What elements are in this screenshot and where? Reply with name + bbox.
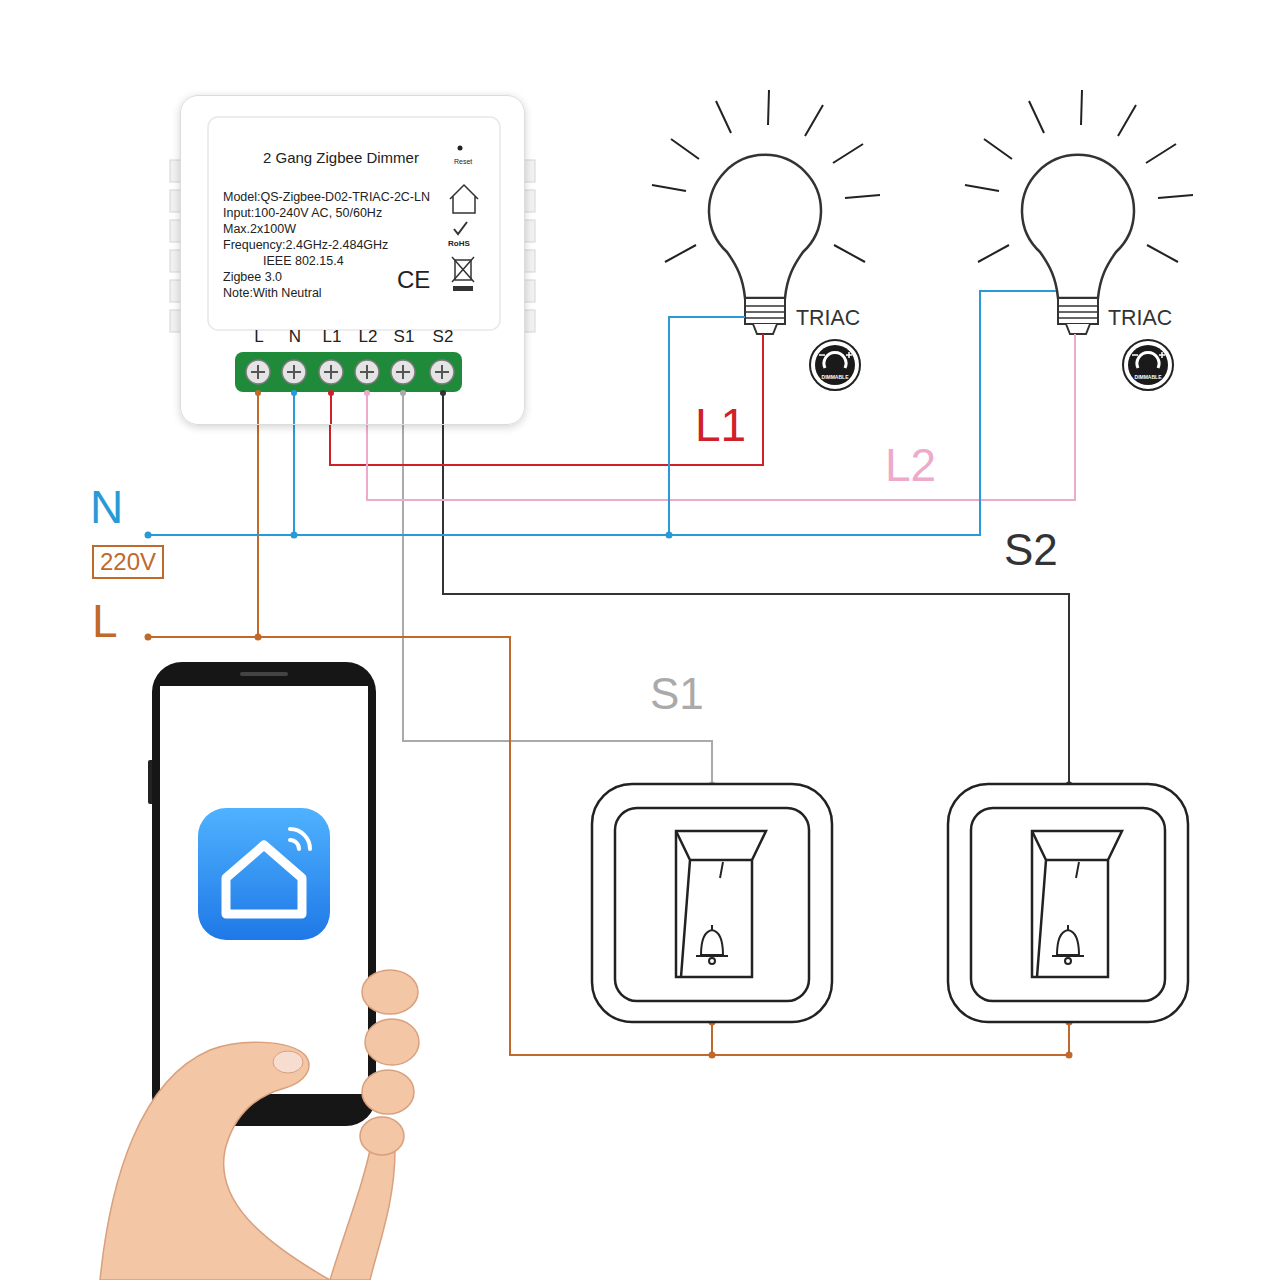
wire-name: N	[90, 484, 123, 530]
terminal-label: L1	[323, 327, 342, 347]
terminal-label: L2	[359, 327, 378, 347]
wire	[294, 317, 705, 535]
product-title: 2 Gang Zigbee Dimmer	[263, 149, 419, 166]
rohs-mark: RoHS	[448, 239, 470, 248]
terminal-label: L	[254, 327, 263, 347]
triac-label: TRIAC	[1108, 306, 1172, 331]
wire-label: L1	[695, 402, 746, 448]
wire-name: S1	[650, 672, 704, 716]
spec-line: Model:QS-Zigbee-D02-TRIAC-2C-LN	[223, 190, 430, 204]
ce-mark: CE	[397, 266, 430, 294]
phone-in-hand	[100, 662, 419, 1280]
wire-label: L2	[885, 442, 936, 488]
wire-name: S2	[1004, 528, 1058, 572]
dimmable-icon	[810, 340, 1173, 390]
terminal-label: S2	[433, 327, 454, 347]
wall-switch	[592, 784, 1188, 1022]
wire	[367, 338, 1075, 500]
wire-name: L	[92, 598, 118, 644]
dimmer-module: 2 Gang Zigbee DimmerResetModel:QS-Zigbee…	[180, 95, 525, 425]
spec-line: Zigbee 3.0	[223, 270, 282, 284]
device-housing	[170, 95, 535, 425]
spec-line: Note:With Neutral	[223, 286, 322, 300]
voltage-label: 220V	[100, 548, 156, 576]
voltage-box: 220V	[92, 545, 164, 579]
wire	[294, 291, 1018, 535]
light-bulb: TRIAC	[1018, 148, 1178, 338]
spec-line: Frequency:2.4GHz-2.484GHz	[223, 238, 388, 252]
dimmable-text: DIMMABLE	[1135, 375, 1162, 380]
wire	[330, 338, 763, 465]
terminal-label: N	[289, 327, 301, 347]
terminal-label: S1	[394, 327, 415, 347]
reset-label: Reset	[454, 158, 472, 166]
spec-line: Max.2x100W	[223, 222, 296, 236]
spec-line: IEEE 802.15.4	[263, 254, 344, 268]
dimmable-text: DIMMABLE	[822, 375, 849, 380]
spec-line: Input:100-240V AC, 50/60Hz	[223, 206, 382, 220]
triac-label: TRIAC	[796, 306, 860, 331]
light-bulb: TRIAC	[705, 148, 866, 338]
